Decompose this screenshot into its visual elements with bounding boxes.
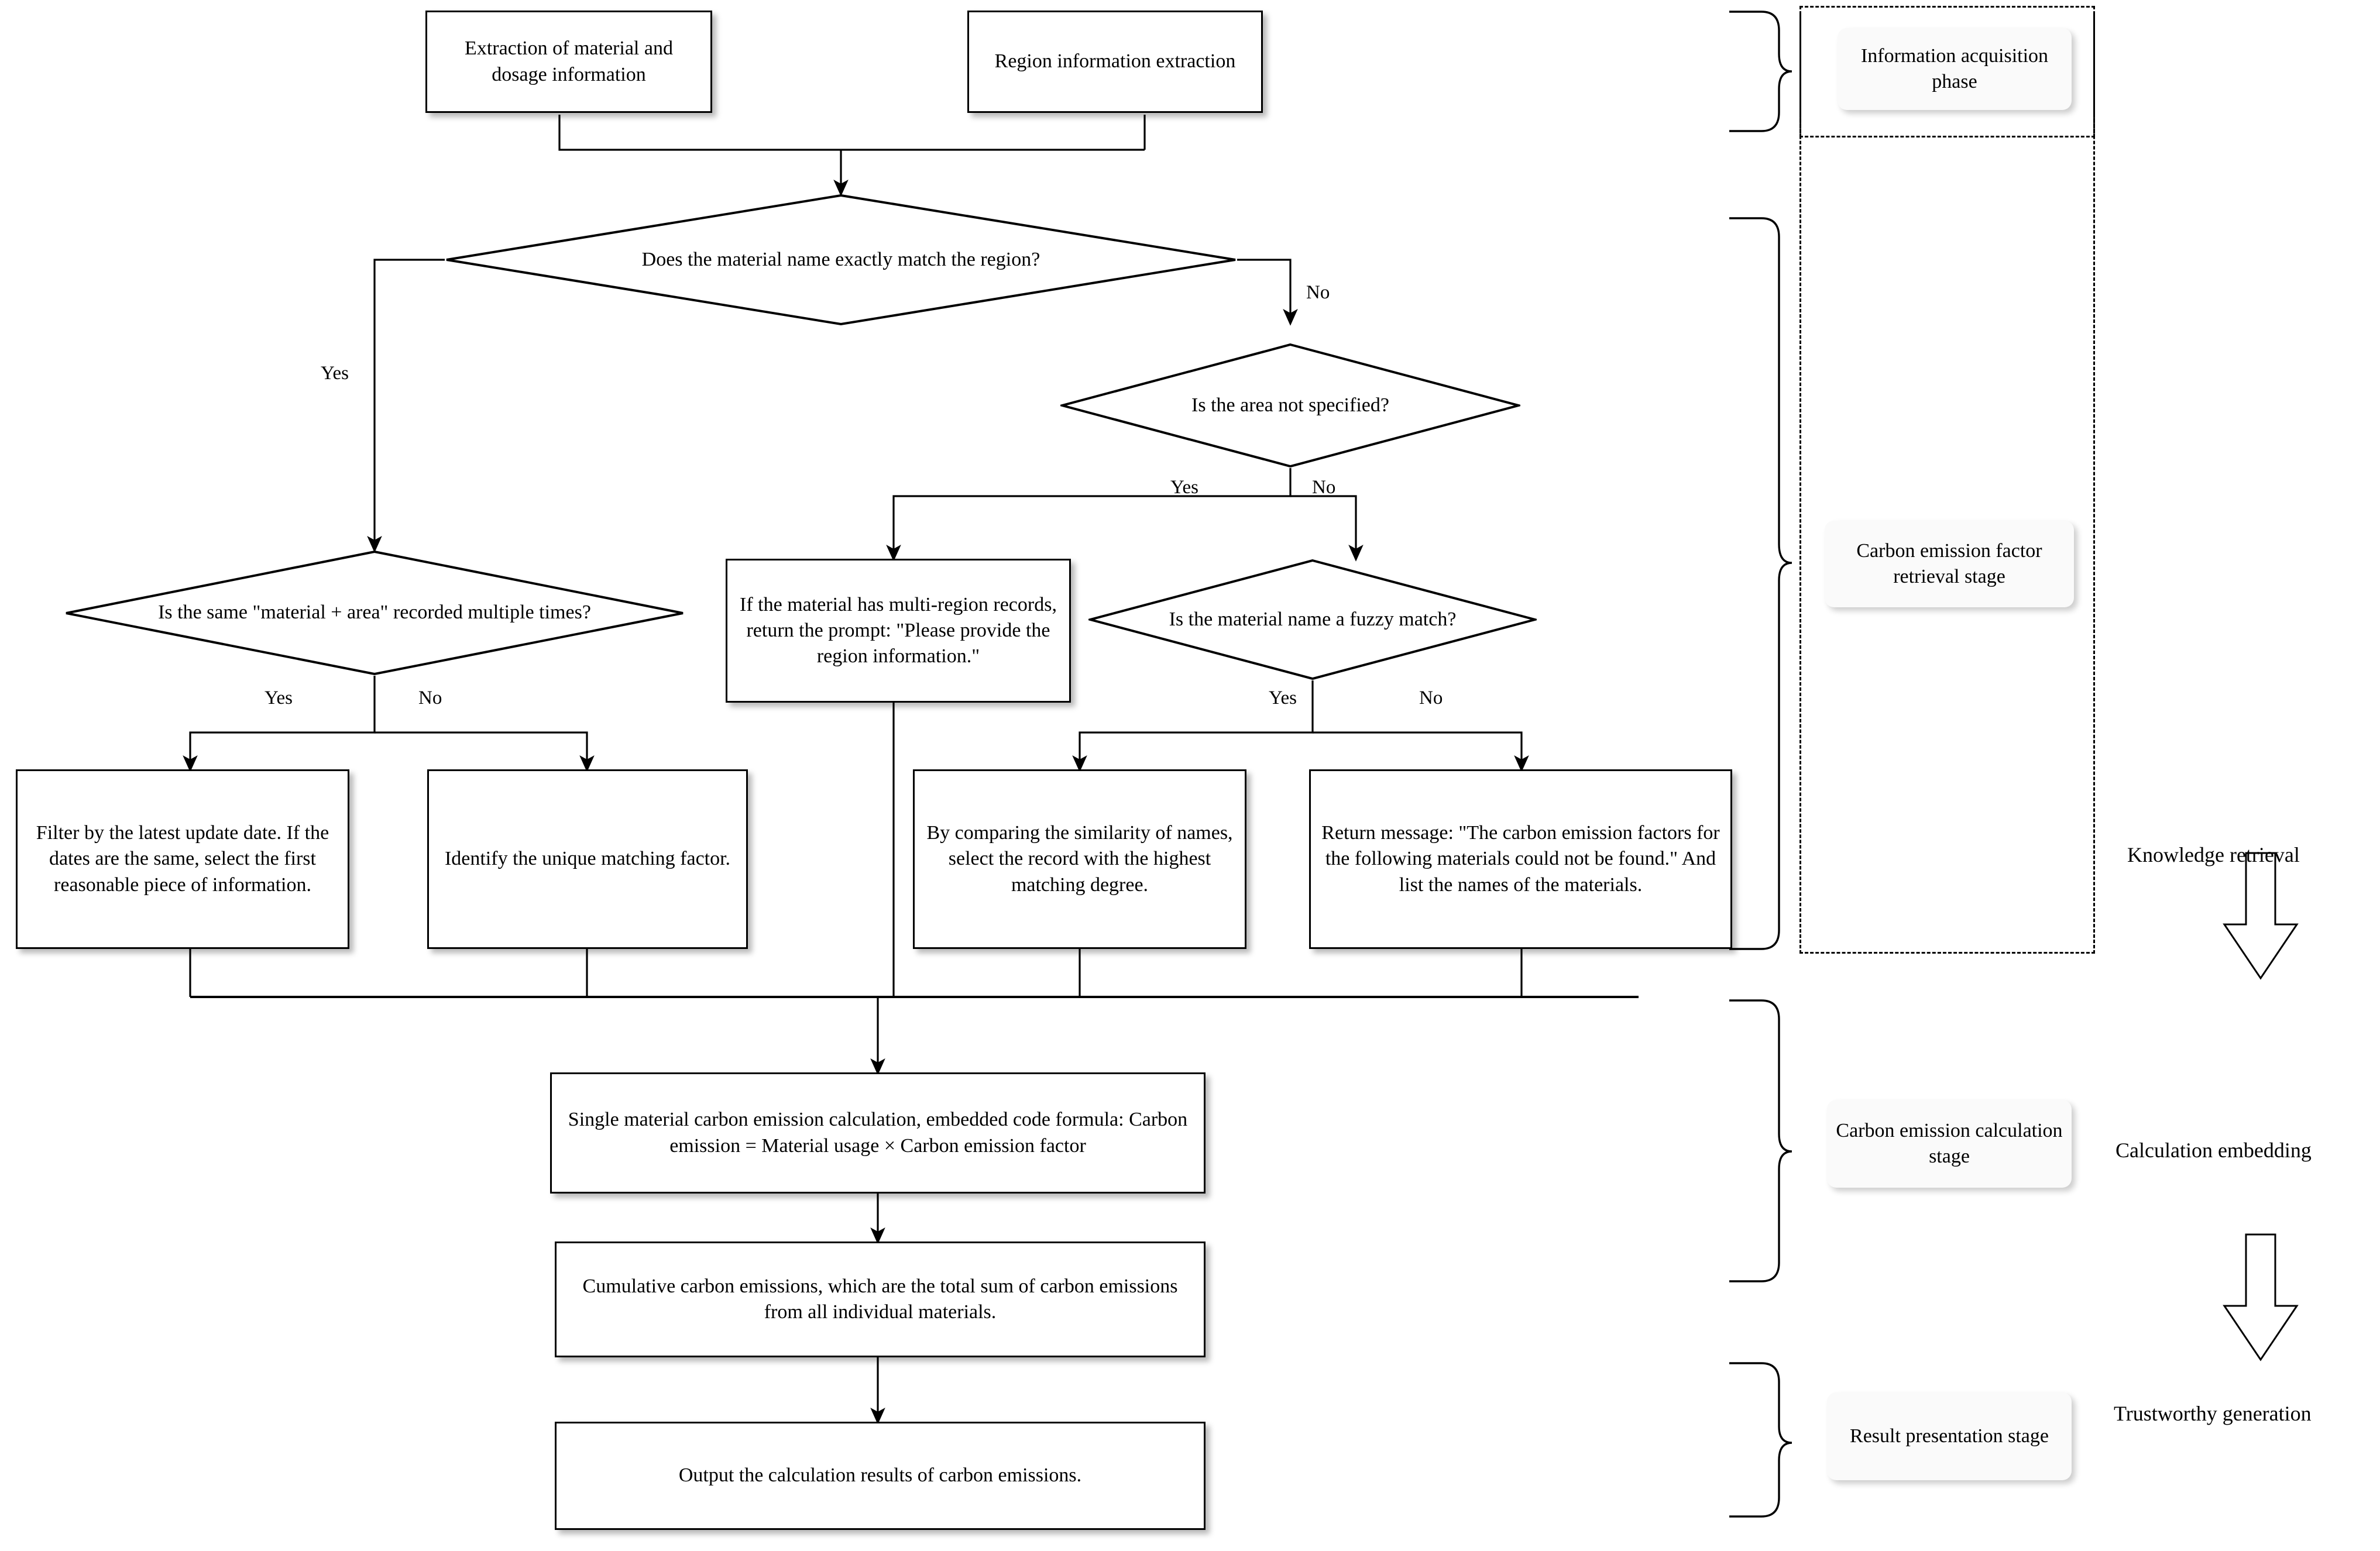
node-label: By comparing the similarity of names, se… — [926, 822, 1233, 896]
node-output-results[interactable]: Output the calculation results of carbon… — [555, 1422, 1206, 1530]
node-label: Filter by the latest update date. If the… — [36, 822, 329, 896]
phase-label: Information acquisition phase — [1860, 44, 2049, 92]
phase-chip-result-presentation[interactable]: Result presentation stage — [1827, 1392, 2072, 1480]
node-single-material-calculation[interactable]: Single material carbon emission calculat… — [550, 1072, 1206, 1194]
node-label: Return message: "The carbon emission fac… — [1321, 822, 1720, 896]
pipeline-label-trustworthy-generation: Trustworthy generation — [2114, 1402, 2312, 1425]
diamond-shape — [1088, 559, 1537, 680]
node-multi-region-prompt[interactable]: If the material has multi-region records… — [726, 559, 1071, 703]
hollow-arrow-calculation-to-generation — [2223, 1233, 2299, 1361]
diamond-shape — [66, 550, 684, 676]
edge-area-no — [1290, 495, 1364, 562]
node-label: Region information extraction — [994, 50, 1236, 73]
diamond-shape — [1060, 343, 1520, 468]
pipeline-label-calculation-embedding: Calculation embedding — [2115, 1139, 2312, 1162]
edge-label-exact-match-no: No — [1306, 282, 1330, 303]
edge-exact-yes — [367, 259, 445, 553]
edge-label-exact-match-yes: Yes — [321, 363, 349, 384]
edge-label-area-no: No — [1312, 477, 1336, 498]
decision-label: Is the same "material + area" recorded m… — [158, 601, 591, 624]
phase-chip-calculation[interactable]: Carbon emission calculation stage — [1827, 1100, 2072, 1188]
brace-result-presentation — [1729, 1362, 1792, 1518]
brace-factor-retrieval — [1729, 217, 1792, 950]
edge-exact-no — [1237, 259, 1298, 326]
edge-label-fuzzy-no: No — [1419, 687, 1443, 709]
node-filter-latest-update[interactable]: Filter by the latest update date. If the… — [16, 769, 349, 949]
decision-same-material-area[interactable]: Is the same "material + area" recorded m… — [64, 550, 685, 676]
node-similarity-compare[interactable]: By comparing the similarity of names, se… — [913, 769, 1246, 949]
edge-label-same-material-no: No — [418, 687, 442, 709]
node-label: If the material has multi-region records… — [740, 593, 1057, 668]
node-label: Single material carbon emission calculat… — [568, 1109, 1188, 1157]
dashed-region-retrieval — [1799, 15, 2095, 954]
node-label: Identify the unique matching factor. — [444, 848, 731, 870]
node-identify-unique-factor[interactable]: Identify the unique matching factor. — [427, 769, 748, 949]
edge-label-area-yes: Yes — [1170, 477, 1199, 498]
edge-area-yes — [886, 468, 1292, 562]
brace-calculation — [1729, 999, 1792, 1282]
decision-label: Is the area not specified? — [1191, 394, 1389, 416]
decision-area-not-specified[interactable]: Is the area not specified? — [1060, 343, 1520, 468]
phase-label: Carbon emission calculation stage — [1836, 1119, 2063, 1167]
edge-label-same-material-yes: Yes — [265, 687, 293, 709]
node-cumulative-emissions[interactable]: Cumulative carbon emissions, which are t… — [555, 1242, 1206, 1357]
node-region-information-extraction[interactable]: Region information extraction — [967, 11, 1263, 113]
edge-label-fuzzy-yes: Yes — [1269, 687, 1297, 709]
decision-exact-match[interactable]: Does the material name exactly match the… — [445, 194, 1237, 326]
phase-label: Carbon emission factor retrieval stage — [1856, 539, 2042, 587]
decision-label: Is the material name a fuzzy match? — [1169, 608, 1457, 630]
diamond-shape — [446, 194, 1236, 326]
node-extraction-of-material[interactable]: Extraction of material and dosage inform… — [425, 11, 712, 113]
node-return-not-found[interactable]: Return message: "The carbon emission fac… — [1309, 769, 1732, 949]
phase-chip-information-acquisition[interactable]: Information acquisition phase — [1838, 28, 2072, 110]
node-label: Extraction of material and dosage inform… — [465, 37, 673, 85]
decision-fuzzy-match[interactable]: Is the material name a fuzzy match? — [1088, 559, 1537, 680]
edge-fuzzy-no — [1313, 731, 1529, 772]
phase-label: Result presentation stage — [1850, 1425, 2049, 1447]
decision-label: Does the material name exactly match the… — [641, 248, 1040, 270]
hollow-arrow-knowledge-to-calculation — [2223, 852, 2299, 980]
pipeline-label-knowledge-retrieval: Knowledge retrieval — [2127, 843, 2300, 866]
edge-extract-material-to-join — [558, 115, 1145, 151]
phase-chip-factor-retrieval[interactable]: Carbon emission factor retrieval stage — [1825, 521, 2074, 607]
edge-same-no — [375, 731, 595, 772]
node-label: Output the calculation results of carbon… — [678, 1464, 1082, 1487]
brace-information-acquisition — [1729, 11, 1792, 132]
node-label: Cumulative carbon emissions, which are t… — [582, 1275, 1178, 1323]
